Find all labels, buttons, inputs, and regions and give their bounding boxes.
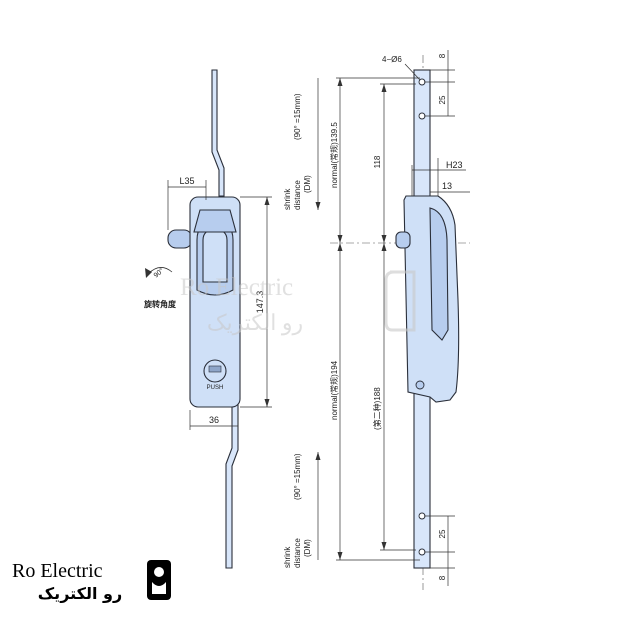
bottom-rod [225,403,239,569]
side-view-knob [395,231,411,249]
dim-normal-top-label: normal(常规)139.5 [329,122,339,188]
front-view: PUSH L35 147.3 36 90° 旋转角度 [143,69,272,569]
arrow-139-bottom [337,235,343,243]
shrink-top-line2: distance [293,180,302,210]
dim-normal-bottom-label: normal(常规)194 [329,360,339,420]
trigger [193,209,237,233]
watermark-logo-icon [384,270,416,332]
rotation-label: 旋转角度 [143,299,177,309]
rotation-arrow-icon [145,268,152,278]
shrink-bottom-line4: (90° =15mm) [293,453,302,500]
brand: Ro Electric رو الکتریک [12,560,171,603]
holes-leader [404,63,421,81]
dim-25-top-label: 25 [438,95,447,104]
top-rod [211,69,225,197]
rotation-angle-label: 90° [152,266,165,279]
arrow-188-top [381,243,387,251]
dim-25-bottom-label: 25 [438,529,447,538]
shrink-top-line1: shrink [283,188,292,210]
side-knob [167,229,193,249]
dim-8-bottom-label: 8 [438,575,447,580]
shrink-top: shrink distance (DM) (90° =15mm) [283,78,321,210]
shrink-bottom-line3: (DM) [303,539,312,557]
key-slot [208,365,222,373]
arrow-188-bottom [381,542,387,550]
arrow-194-bottom [337,552,343,560]
brand-name-en: Ro Electric [12,560,103,582]
arrow-118-bottom [381,235,387,243]
watermark-en: Ro Electric [180,274,293,301]
arrow-147-bottom [264,399,270,407]
shrink-top-arrow [315,202,321,210]
arrow-139-top [337,78,343,86]
ro-logo-icon [147,560,171,600]
side-view: normal(常规)139.5 118 normal(常规)194 (第二种)1… [329,50,470,590]
dim-147-label: 147.3 [255,291,265,314]
side-handle-grip [429,207,449,341]
watermark: Ro Electric رو الکتریک [180,270,416,336]
dim-13-label: 13 [442,181,452,191]
shrink-top-line4: (90° =15mm) [293,93,302,140]
watermark-fa: رو الکتریک [207,310,303,336]
dim-l35-label: L35 [179,176,194,186]
dim-188-label: (第二种)188 [372,387,382,430]
arrow-194-top [337,243,343,251]
side-view-pin [415,380,425,390]
push-label: PUSH [207,385,224,391]
holes-label: 4−Ø6 [382,55,402,64]
dim-36-label: 36 [209,415,219,425]
shrink-top-line3: (DM) [303,175,312,193]
shrink-bottom-line2: distance [293,538,302,568]
dim-118-label: 118 [373,155,382,168]
arrow-147-top [264,197,270,205]
shrink-bottom: shrink distance (DM) (90° =15mm) [283,452,321,568]
shrink-bottom-line1: shrink [283,546,292,568]
shrink-bottom-arrow [315,452,321,460]
arrow-118-top [381,84,387,92]
brand-name-fa: رو الکتریک [38,584,122,603]
dim-8-top-label: 8 [438,53,447,58]
dim-h23-label: H23 [446,160,463,170]
